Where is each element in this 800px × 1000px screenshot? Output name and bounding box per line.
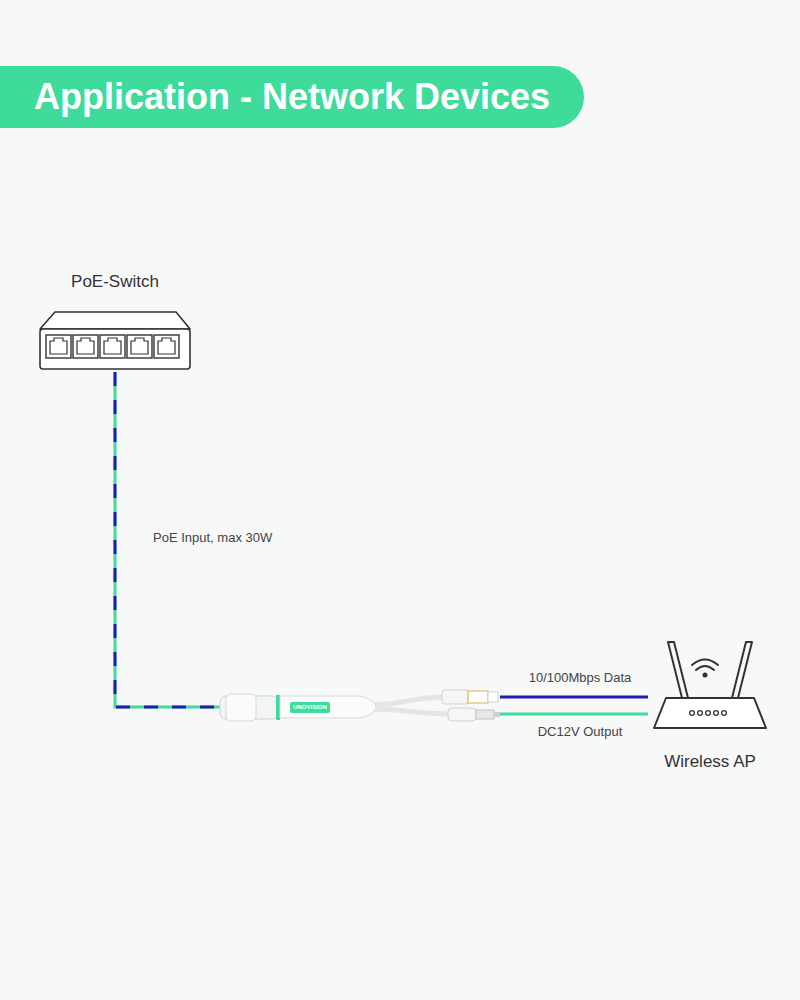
wire-stroke xyxy=(500,713,648,716)
brand-text: UNOVISION xyxy=(290,702,330,713)
router-icon xyxy=(648,636,772,746)
node-label: PoE-Switch xyxy=(38,272,192,292)
title-banner: Application - Network Devices xyxy=(0,66,584,128)
wire-stroke xyxy=(500,696,648,699)
title: Application - Network Devices xyxy=(0,76,584,118)
cable-connector xyxy=(500,714,648,715)
node-label: Wireless AP xyxy=(648,752,772,772)
edge-label: DC12V Output xyxy=(538,724,623,739)
wireless-ap: Wireless AP xyxy=(648,636,772,778)
edge-label: PoE Input, max 30W xyxy=(153,530,272,545)
edge-label: 10/100Mbps Data xyxy=(529,670,632,685)
poe-switch: PoE-Switch xyxy=(38,272,192,372)
poe-splitter: UNOVISION xyxy=(220,688,500,724)
cable-connector xyxy=(500,697,648,698)
splitter-illustration xyxy=(220,688,500,724)
